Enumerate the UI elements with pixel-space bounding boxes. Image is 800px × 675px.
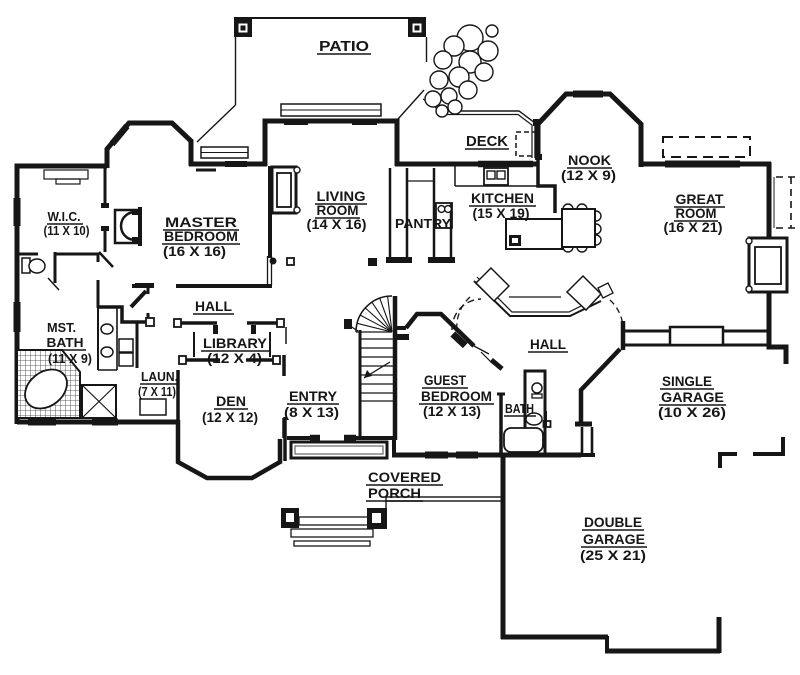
svg-text:(11 X 10): (11 X 10) xyxy=(44,223,90,238)
svg-text:NOOK: NOOK xyxy=(568,152,611,168)
svg-text:W.I.C.: W.I.C. xyxy=(48,209,81,224)
svg-text:MST.: MST. xyxy=(47,320,76,335)
svg-text:(8 X 13): (8 X 13) xyxy=(284,404,339,420)
svg-text:GARAGE: GARAGE xyxy=(583,531,645,547)
svg-text:(7 X 11): (7 X 11) xyxy=(138,384,176,399)
svg-text:GARAGE: GARAGE xyxy=(661,389,724,405)
svg-text:COVERED: COVERED xyxy=(368,469,441,485)
svg-text:SINGLE: SINGLE xyxy=(662,373,712,389)
svg-text:ROOM: ROOM xyxy=(676,205,717,221)
svg-text:MASTER: MASTER xyxy=(165,214,237,230)
svg-text:DOUBLE: DOUBLE xyxy=(584,514,642,530)
svg-text:BATH: BATH xyxy=(505,402,534,416)
svg-text:(12 X 13): (12 X 13) xyxy=(423,403,481,419)
svg-text:DECK: DECK xyxy=(466,133,508,150)
svg-text:(25 X 21): (25 X 21) xyxy=(580,547,646,563)
svg-text:BEDROOM: BEDROOM xyxy=(164,228,238,244)
svg-text:LIBRARY: LIBRARY xyxy=(203,335,268,351)
svg-text:(16 X 21): (16 X 21) xyxy=(664,219,723,235)
svg-text:HALL: HALL xyxy=(530,336,566,352)
svg-text:(12 X 9): (12 X 9) xyxy=(561,167,616,183)
svg-text:KITCHEN: KITCHEN xyxy=(471,190,534,206)
svg-text:BEDROOM: BEDROOM xyxy=(421,388,492,404)
svg-text:GUEST: GUEST xyxy=(424,372,466,388)
svg-text:(10 X 26): (10 X 26) xyxy=(658,404,726,420)
svg-text:PORCH: PORCH xyxy=(368,485,421,501)
svg-text:HALL: HALL xyxy=(195,298,232,314)
svg-text:(15 X 19): (15 X 19) xyxy=(473,205,530,221)
svg-text:(16 X 16): (16 X 16) xyxy=(163,243,226,259)
svg-text:BATH: BATH xyxy=(47,335,84,350)
svg-text:GREAT: GREAT xyxy=(676,191,724,207)
svg-text:(12 X 12): (12 X 12) xyxy=(202,409,258,425)
svg-text:LAUN.: LAUN. xyxy=(141,369,178,384)
svg-text:(14 X 16): (14 X 16) xyxy=(307,216,367,232)
svg-text:ROOM: ROOM xyxy=(317,202,359,218)
svg-text:PATIO: PATIO xyxy=(319,38,369,55)
svg-text:ENTRY: ENTRY xyxy=(289,388,338,404)
svg-text:DEN: DEN xyxy=(216,393,246,409)
svg-text:PANTRY: PANTRY xyxy=(395,216,451,231)
svg-text:(12 X 4): (12 X 4) xyxy=(207,350,262,366)
svg-text:(11 X 9): (11 X 9) xyxy=(48,351,92,366)
svg-text:LIVING: LIVING xyxy=(317,188,366,204)
